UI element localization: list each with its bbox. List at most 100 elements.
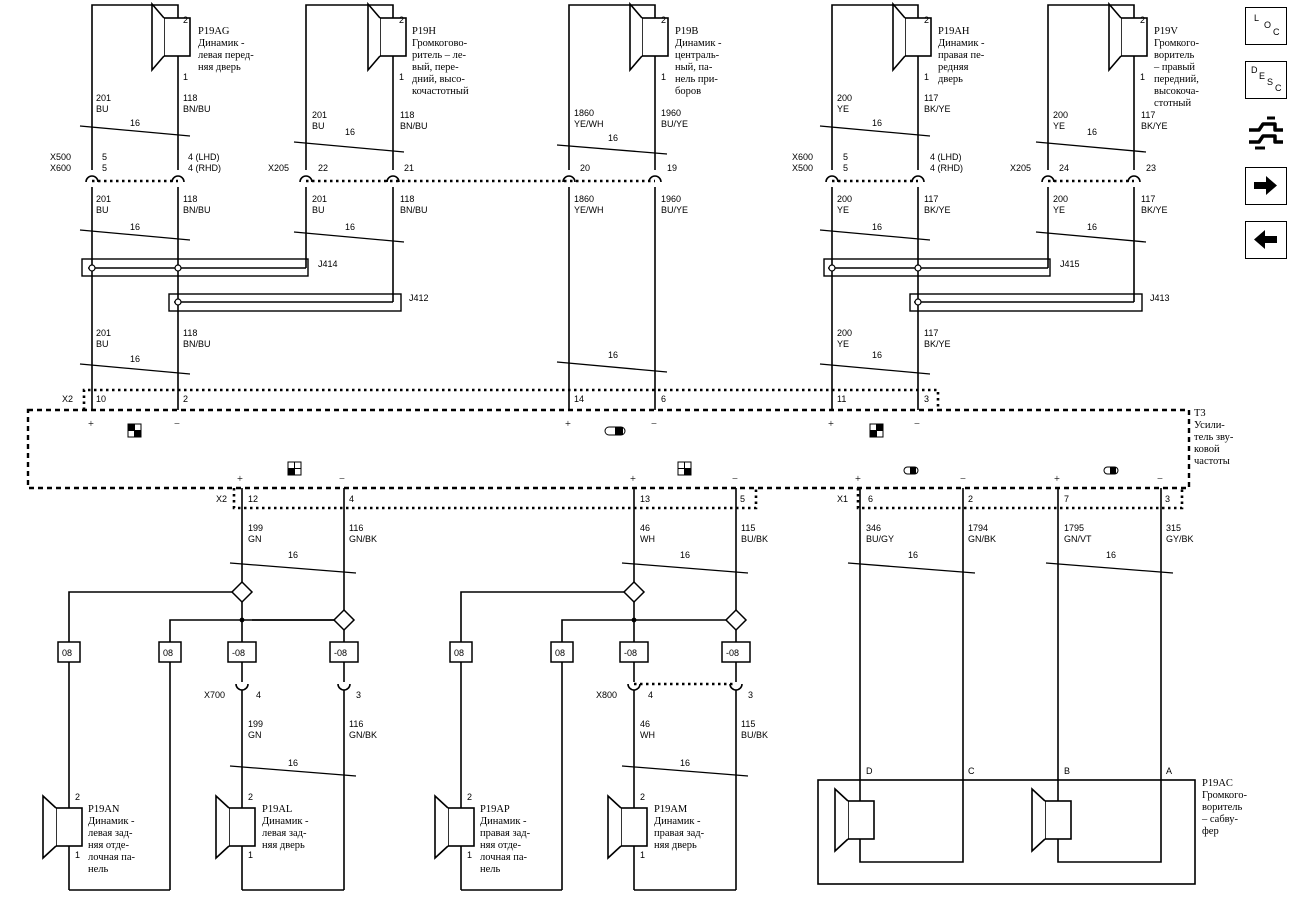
svg-text:BU/BK: BU/BK	[741, 730, 768, 740]
pin-label: 2	[399, 15, 404, 25]
svg-text:няя отде-: няя отде-	[480, 840, 521, 851]
next-page-button[interactable]	[1245, 167, 1287, 205]
svg-text:+: +	[88, 419, 94, 430]
svg-text:BN/BU: BN/BU	[183, 339, 211, 349]
svg-text:BU: BU	[312, 205, 325, 215]
svg-text:200: 200	[837, 93, 852, 103]
svg-text:-08: -08	[624, 648, 637, 658]
component-id: P19V	[1154, 26, 1178, 37]
svg-text:WH: WH	[640, 730, 655, 740]
svg-text:GN: GN	[248, 534, 262, 544]
svg-text:117: 117	[924, 194, 938, 204]
svg-text:16: 16	[872, 350, 882, 360]
svg-text:Динамик -: Динамик -	[654, 816, 701, 827]
svg-text:BN/BU: BN/BU	[183, 205, 211, 215]
component-desc: редняя	[938, 62, 969, 73]
svg-text:BK/YE: BK/YE	[924, 339, 951, 349]
svg-text:22: 22	[318, 163, 328, 173]
amplifier-t3: X2 10 2 14 6 11 3 + − + − + − + − + − + …	[26, 388, 1234, 510]
desc-button[interactable]: D E S C	[1245, 61, 1287, 99]
previous-page-button[interactable]	[1245, 221, 1287, 259]
splice-j414: J414	[81, 258, 338, 277]
component-desc: Динамик -	[675, 38, 722, 49]
svg-text:08: 08	[163, 648, 173, 658]
component-desc: Громкого-	[1154, 38, 1199, 49]
loc-letter: O	[1264, 20, 1272, 30]
svg-text:лочная па-: лочная па-	[88, 852, 136, 863]
svg-text:-08: -08	[334, 648, 347, 658]
component-id: P19AG	[198, 26, 230, 37]
pin-label: 1	[183, 72, 188, 82]
svg-text:BU/BK: BU/BK	[741, 534, 768, 544]
svg-text:4 (LHD): 4 (LHD)	[188, 152, 220, 162]
svg-text:117: 117	[924, 328, 938, 338]
svg-text:201: 201	[96, 93, 111, 103]
svg-text:16: 16	[872, 118, 882, 128]
component-desc: ритель – ле-	[412, 50, 467, 61]
speaker-p19ah: 2 1 P19AH Динамик - правая пе- редняя дв…	[831, 3, 985, 170]
component-desc: Динамик -	[198, 38, 245, 49]
svg-text:16: 16	[608, 350, 618, 360]
svg-text:+: +	[630, 474, 636, 485]
svg-text:Усили-: Усили-	[1194, 420, 1225, 431]
svg-text:левая зад-: левая зад-	[262, 828, 307, 839]
speaker-p19b: 2 1 P19B Динамик - централь- ный, па- не…	[568, 3, 722, 170]
svg-text:GY/BK: GY/BK	[1166, 534, 1194, 544]
arrow-left-icon	[1254, 230, 1277, 249]
svg-text:X205: X205	[1010, 163, 1031, 173]
channel-icon	[869, 423, 884, 438]
svg-text:YE: YE	[1053, 121, 1065, 131]
svg-text:4: 4	[256, 690, 261, 700]
component-desc: вый, пере-	[412, 62, 459, 73]
svg-text:117: 117	[924, 93, 938, 103]
component-desc: левая перед-	[198, 50, 254, 61]
svg-text:+: +	[828, 419, 834, 430]
svg-text:BK/YE: BK/YE	[924, 104, 951, 114]
svg-text:−: −	[914, 419, 920, 430]
svg-text:Громкого-: Громкого-	[1202, 790, 1247, 801]
svg-text:X2: X2	[216, 494, 227, 504]
connector-view-button[interactable]	[1245, 112, 1287, 156]
svg-text:YE: YE	[837, 205, 849, 215]
svg-text:118: 118	[400, 110, 414, 120]
svg-text:GN/BK: GN/BK	[349, 730, 377, 740]
component-desc: ный, па-	[675, 62, 713, 73]
svg-text:A: A	[1166, 766, 1172, 776]
svg-text:BN/BU: BN/BU	[183, 104, 211, 114]
svg-text:J412: J412	[409, 293, 429, 303]
svg-text:няя отде-: няя отде-	[88, 840, 129, 851]
svg-text:08: 08	[454, 648, 464, 658]
component-desc: высокоча-	[1154, 86, 1199, 97]
svg-text:16: 16	[288, 550, 298, 560]
svg-text:-08: -08	[232, 648, 245, 658]
svg-text:4 (LHD): 4 (LHD)	[930, 152, 962, 162]
svg-text:199: 199	[248, 523, 263, 533]
svg-text:118: 118	[183, 93, 197, 103]
component-id: P19AH	[938, 26, 970, 37]
loc-button[interactable]: L O C	[1245, 7, 1287, 45]
svg-text:няя дверь: няя дверь	[654, 840, 697, 851]
svg-text:воритель: воритель	[1202, 802, 1242, 813]
svg-text:16: 16	[130, 222, 140, 232]
svg-text:115: 115	[741, 523, 755, 533]
svg-text:YE/WH: YE/WH	[574, 205, 604, 215]
svg-text:201: 201	[96, 194, 111, 204]
svg-text:1: 1	[75, 850, 80, 860]
svg-text:14: 14	[574, 394, 584, 404]
svg-text:3: 3	[924, 394, 929, 404]
svg-text:BU: BU	[96, 104, 109, 114]
desc-letter: S	[1267, 77, 1274, 87]
svg-text:BU/GY: BU/GY	[866, 534, 894, 544]
loc-letter: C	[1273, 27, 1280, 37]
svg-text:46: 46	[640, 719, 650, 729]
svg-text:201: 201	[312, 194, 327, 204]
svg-text:2: 2	[467, 792, 472, 802]
svg-text:2: 2	[248, 792, 253, 802]
svg-text:2: 2	[183, 394, 188, 404]
svg-text:D: D	[866, 766, 873, 776]
channel-icon	[1103, 466, 1119, 475]
channel-icon	[287, 461, 302, 476]
pin-label: 2	[661, 15, 666, 25]
pin-label: 2	[1140, 15, 1145, 25]
